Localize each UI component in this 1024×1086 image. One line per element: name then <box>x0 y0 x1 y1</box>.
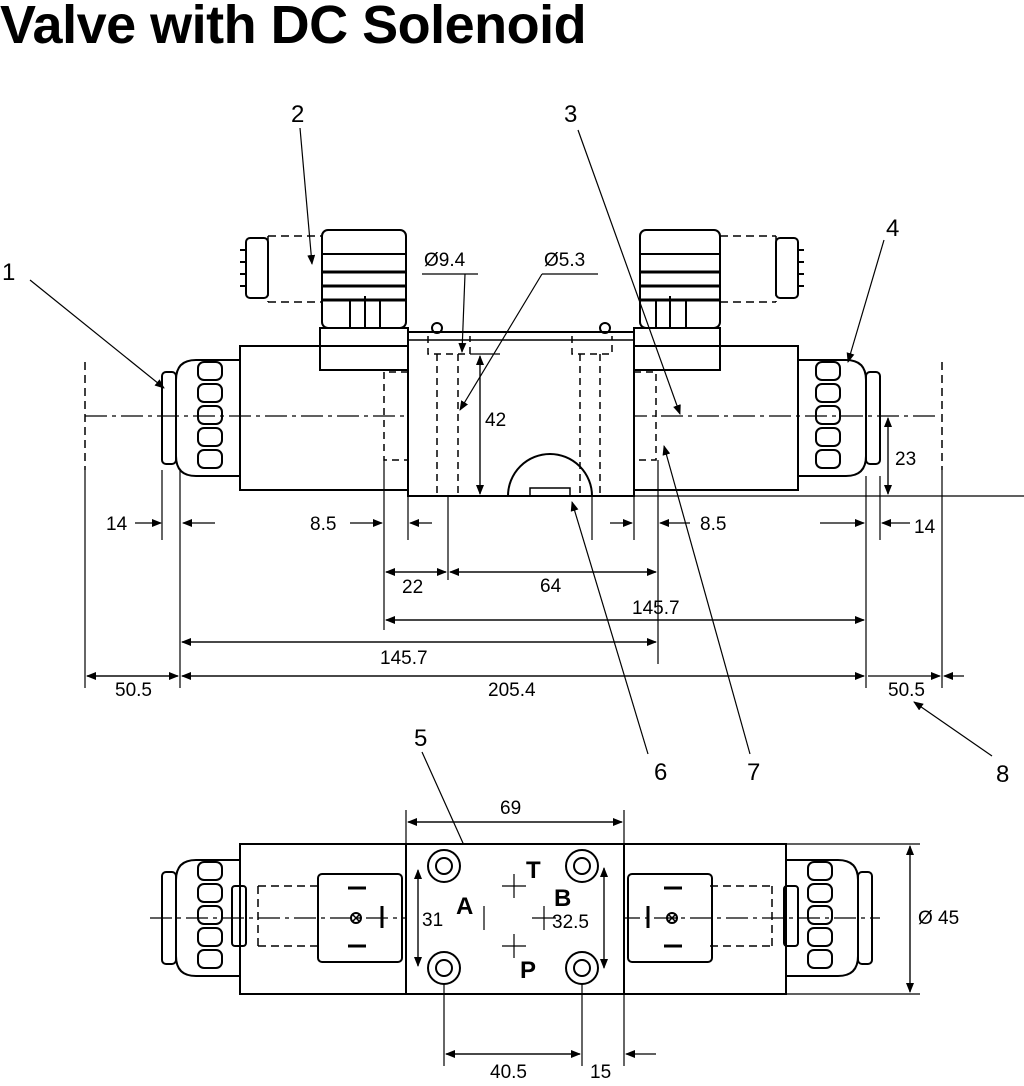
dim-69: 69 <box>500 798 521 819</box>
dim-d-45: Ø 45 <box>918 908 959 929</box>
hidden-mounting-holes <box>383 336 657 496</box>
dim-50-5-right: 50.5 <box>888 680 925 701</box>
left-solenoid-body <box>239 345 409 491</box>
callout-2: 2 <box>291 101 304 128</box>
port-t-label: T <box>526 857 541 884</box>
top-dimension-labels: 69 31 32.5 Ø 45 40.5 15 A B T P <box>422 798 959 1083</box>
callout-numbers: 1 2 3 4 5 6 7 8 <box>2 101 1009 788</box>
dim-145-7-lower: 145.7 <box>380 648 428 669</box>
port-b-label: B <box>554 885 571 912</box>
front-dimension-labels: Ø9.4 Ø5.3 42 23 14 8.5 8.5 14 22 64 145.… <box>106 250 936 701</box>
right-connector-plug <box>639 229 804 329</box>
dim-40-5: 40.5 <box>490 1062 527 1083</box>
dim-145-7-upper: 145.7 <box>632 598 680 619</box>
dim-50-5-left: 50.5 <box>115 680 152 701</box>
top-right-connector-face <box>627 873 713 963</box>
top-valve-body <box>405 843 625 995</box>
dim-8-5-left: 8.5 <box>310 514 336 535</box>
page-title: Valve with DC Solenoid <box>0 0 587 55</box>
dim-32-5: 32.5 <box>552 912 589 933</box>
callout-5: 5 <box>414 725 427 752</box>
dim-d-9-4: Ø9.4 <box>424 250 466 271</box>
dim-205-4: 205.4 <box>488 680 536 701</box>
dim-8-5-right: 8.5 <box>700 514 726 535</box>
dim-14-left: 14 <box>106 514 128 535</box>
callout-3: 3 <box>564 101 577 128</box>
port-p-label: P <box>520 957 536 984</box>
callout-8: 8 <box>996 761 1009 788</box>
top-left-connector-face <box>317 873 403 963</box>
dim-22: 22 <box>402 577 423 598</box>
left-knurled-nut <box>161 359 241 477</box>
valve-bottom-bump <box>507 453 593 497</box>
front-view <box>84 229 943 497</box>
dim-23: 23 <box>895 449 916 470</box>
callout-1: 1 <box>2 259 15 286</box>
port-a-label: A <box>456 893 473 920</box>
callout-6: 6 <box>654 759 667 786</box>
top-port-marks <box>483 874 556 958</box>
top-mounting-holes <box>427 849 599 985</box>
front-dimension-lines <box>84 273 1024 688</box>
dim-14-right: 14 <box>914 517 936 538</box>
dim-42: 42 <box>485 410 506 431</box>
valve-body <box>407 331 635 497</box>
left-connector-plug <box>240 229 407 329</box>
left-connector-base <box>319 327 409 371</box>
right-knurled-nut <box>797 359 881 477</box>
top-view <box>150 843 880 995</box>
top-dimension-lines <box>405 810 920 1066</box>
top-right-knurled-nut <box>783 859 873 977</box>
top-left-knurled-nut <box>161 859 247 977</box>
right-connector-base <box>633 327 721 371</box>
dim-31: 31 <box>422 910 443 931</box>
dim-d-5-3: Ø5.3 <box>544 250 585 271</box>
dim-64: 64 <box>540 576 562 597</box>
callout-leaders <box>29 127 993 913</box>
callout-4: 4 <box>886 215 899 242</box>
callout-7: 7 <box>747 759 760 786</box>
dim-15: 15 <box>590 1062 611 1083</box>
